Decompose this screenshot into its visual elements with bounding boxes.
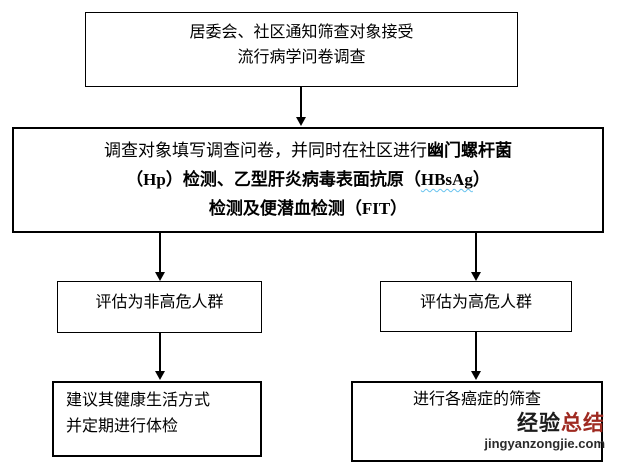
arrow-shaft [159,233,161,273]
flow-box-low-risk: 评估为非高危人群 [57,281,262,333]
survey-line1-bold: 幽门螺杆菌 [427,141,512,160]
flow-box-high-risk: 评估为高危人群 [380,281,572,332]
flow-box-notify: 居委会、社区通知筛查对象接受 流行病学问卷调查 [85,12,518,87]
arrow-top-to-main [296,87,306,126]
flow-box-survey-line2: （Hp）检测、乙型肝炎病毒表面抗原（HBsAg） [14,165,602,194]
arrow-head-icon [471,272,481,281]
flow-box-high-risk-label: 评估为高危人群 [419,294,532,311]
arrow-main-to-low-risk [155,233,165,281]
watermark-brand-red: 总结 [561,412,605,435]
survey-line1-regular: 调查对象填写调查问卷，并同时在社区进行 [104,141,427,160]
arrow-head-icon [296,117,306,126]
arrow-low-risk-to-advice [155,333,165,380]
flow-box-advice-line2: 并定期进行体检 [66,418,179,435]
arrow-head-icon [155,371,165,380]
arrow-main-to-high-risk [471,233,481,281]
flow-box-advice-line1: 建议其健康生活方式 [66,392,211,409]
flow-box-survey-tests: 调查对象填写调查问卷，并同时在社区进行幽门螺杆菌 （Hp）检测、乙型肝炎病毒表面… [12,127,604,233]
arrow-head-icon [155,272,165,281]
arrow-shaft [159,333,161,372]
flow-box-notify-line2: 流行病学问卷调查 [237,49,366,66]
watermark-brand-black: 经验 [517,412,561,435]
watermark: 经验总结 jingyanzongjie.com [484,413,605,450]
flow-box-survey-line1: 调查对象填写调查问卷，并同时在社区进行幽门螺杆菌 [14,136,602,165]
watermark-brand: 经验总结 [484,413,605,434]
arrow-shaft [475,332,477,372]
flow-box-survey-line3: 检测及便潜血检测（FIT） [208,199,408,218]
arrow-head-icon [471,371,481,380]
flow-box-notify-line1: 居委会、社区通知筛查对象接受 [189,24,414,41]
flow-box-advice: 建议其健康生活方式 并定期进行体检 [52,381,262,457]
survey-line2-hbsag: HBsAg [420,170,473,189]
survey-line2-suffix: ） [472,170,490,189]
arrow-high-risk-to-screening [471,332,481,380]
flow-box-screening-label: 进行各癌症的筛查 [412,391,541,408]
survey-line2-prefix: （Hp）检测、乙型肝炎病毒表面抗原（ [126,170,421,189]
arrow-shaft [300,87,302,118]
watermark-site-url: jingyanzongjie.com [484,436,605,451]
arrow-shaft [475,233,477,273]
flow-box-low-risk-label: 评估为非高危人群 [95,294,224,311]
flow-box-screening: 进行各癌症的筛查 [351,381,603,462]
